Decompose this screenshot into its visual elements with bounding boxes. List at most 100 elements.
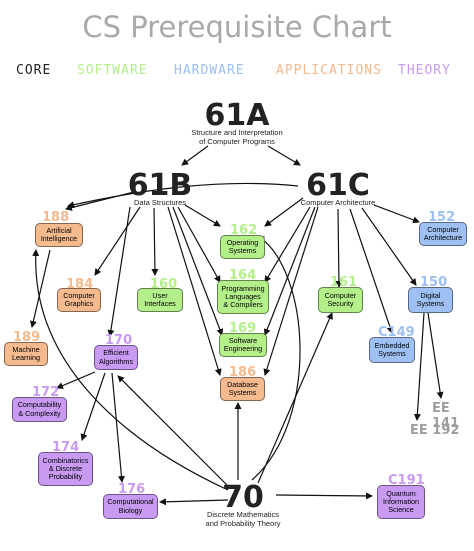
edge-61c-169 xyxy=(263,206,316,336)
course-61b-title: Data Structures xyxy=(133,198,187,207)
course-c149-line2: Systems xyxy=(378,349,406,358)
edge-61b-169 xyxy=(172,206,224,336)
legend-applications: APPLICATIONS xyxy=(276,63,382,78)
edge-170-176 xyxy=(111,372,125,483)
edge-70-191 xyxy=(275,492,373,500)
edge-61c-164 xyxy=(264,206,311,283)
edge-61b-186 xyxy=(167,206,222,376)
course-61a-title-line1: Structure and Interpretation xyxy=(191,128,283,137)
course-70-number: 70 xyxy=(222,480,264,515)
course-161-number: 161 xyxy=(330,275,358,290)
course-150-line1: Digital xyxy=(420,290,441,300)
edge-61b-170 xyxy=(107,206,131,337)
course-150-number: 150 xyxy=(420,275,448,290)
course-61b-number: 61B xyxy=(127,168,193,203)
course-176-line2: Biology xyxy=(118,505,143,515)
course-174-line2: & Discrete xyxy=(48,463,83,473)
course-61c-number: 61C xyxy=(306,168,370,203)
edge-61a-61c xyxy=(267,145,301,166)
edge-61c-188 xyxy=(67,182,299,209)
course-169-number: 169 xyxy=(229,321,257,336)
course-152-line1: Computer xyxy=(427,224,459,234)
course-164-line1: Programming xyxy=(221,283,265,293)
edge-61c-186 xyxy=(263,206,319,376)
course-ee141: EE 141 xyxy=(432,401,460,431)
edge-70-188 xyxy=(32,249,229,491)
course-184-line2: Graphics xyxy=(64,299,94,308)
course-161-line2: Security xyxy=(327,299,354,308)
edge-170-174 xyxy=(80,372,106,441)
course-169-line1: Software xyxy=(228,335,258,345)
course-61a-title: Structure and Interpretation of Computer… xyxy=(162,128,312,146)
course-170-line2: Algorithms xyxy=(99,356,133,366)
course-150-line2: Systems xyxy=(416,299,445,308)
edge-150-ee192 xyxy=(413,312,425,421)
edge-61b-164 xyxy=(177,206,221,283)
course-172-node: Computability& Complexity xyxy=(12,397,67,422)
course-70-title-line1: Discrete Mathematics xyxy=(206,510,280,519)
edge-61c-161 xyxy=(335,208,343,288)
course-189-number: 189 xyxy=(13,330,41,345)
course-c191-line1: Quantum xyxy=(386,488,416,498)
course-170-number: 170 xyxy=(105,333,133,348)
chart-title: CS Prerequisite Chart xyxy=(82,10,392,44)
legend-theory: THEORY xyxy=(398,63,451,78)
course-186-line2: Systems xyxy=(228,388,257,397)
course-169-line2: Engineering xyxy=(223,344,263,353)
course-c191-line2: Information xyxy=(383,496,419,506)
course-152-number: 152 xyxy=(428,210,456,225)
legend-core: CORE xyxy=(16,63,52,78)
course-170-line1: Efficient xyxy=(103,348,129,358)
course-189-line2: Learning xyxy=(12,353,40,362)
legend-software: SOFTWARE xyxy=(77,63,148,78)
edge-61a-61b xyxy=(181,145,209,166)
course-ee192: EE 192 xyxy=(410,423,460,438)
course-c149-line1: Embedded xyxy=(374,340,410,350)
course-161-line1: Computer xyxy=(324,290,357,300)
edge-61c-150 xyxy=(361,207,417,286)
course-174-line3: Probability xyxy=(48,472,83,482)
course-c191-number: C191 xyxy=(388,473,425,488)
course-174-number: 174 xyxy=(52,440,80,455)
course-c191-line3: Science xyxy=(388,505,414,515)
course-164-line3: & Compilers xyxy=(223,300,263,310)
course-152-line2: Architecture xyxy=(423,233,463,242)
course-61a-number: 61A xyxy=(204,98,270,133)
course-160-line1: User xyxy=(152,290,168,300)
course-174-line1: Combinatorics xyxy=(42,455,89,465)
course-c149-number: C149 xyxy=(378,325,415,340)
edge-61b-160 xyxy=(151,207,159,276)
course-61a-title-line2: of Computer Programs xyxy=(199,137,275,146)
course-162-number: 162 xyxy=(230,223,258,238)
edge-70-176 xyxy=(159,498,229,506)
edge-70-170 xyxy=(117,375,231,489)
legend-hardware: HARDWARE xyxy=(174,63,245,78)
edge-70-162 xyxy=(251,235,301,481)
course-70-title: Discrete Mathematics and Probability The… xyxy=(183,510,303,528)
course-162-line1: Operating xyxy=(226,237,259,247)
edge-188-189 xyxy=(29,249,51,328)
course-186-number: 186 xyxy=(229,365,257,380)
edge-170-172 xyxy=(56,371,96,389)
edge-61b-184 xyxy=(94,206,141,276)
course-176-line1: Computational xyxy=(107,497,154,507)
course-188-number: 188 xyxy=(42,210,70,225)
course-188-line1: Artificial xyxy=(46,225,72,235)
course-164-line2: Languages xyxy=(225,291,261,301)
edge-61c-152 xyxy=(373,204,420,224)
course-61c-title: Computer Architecture xyxy=(300,198,376,207)
